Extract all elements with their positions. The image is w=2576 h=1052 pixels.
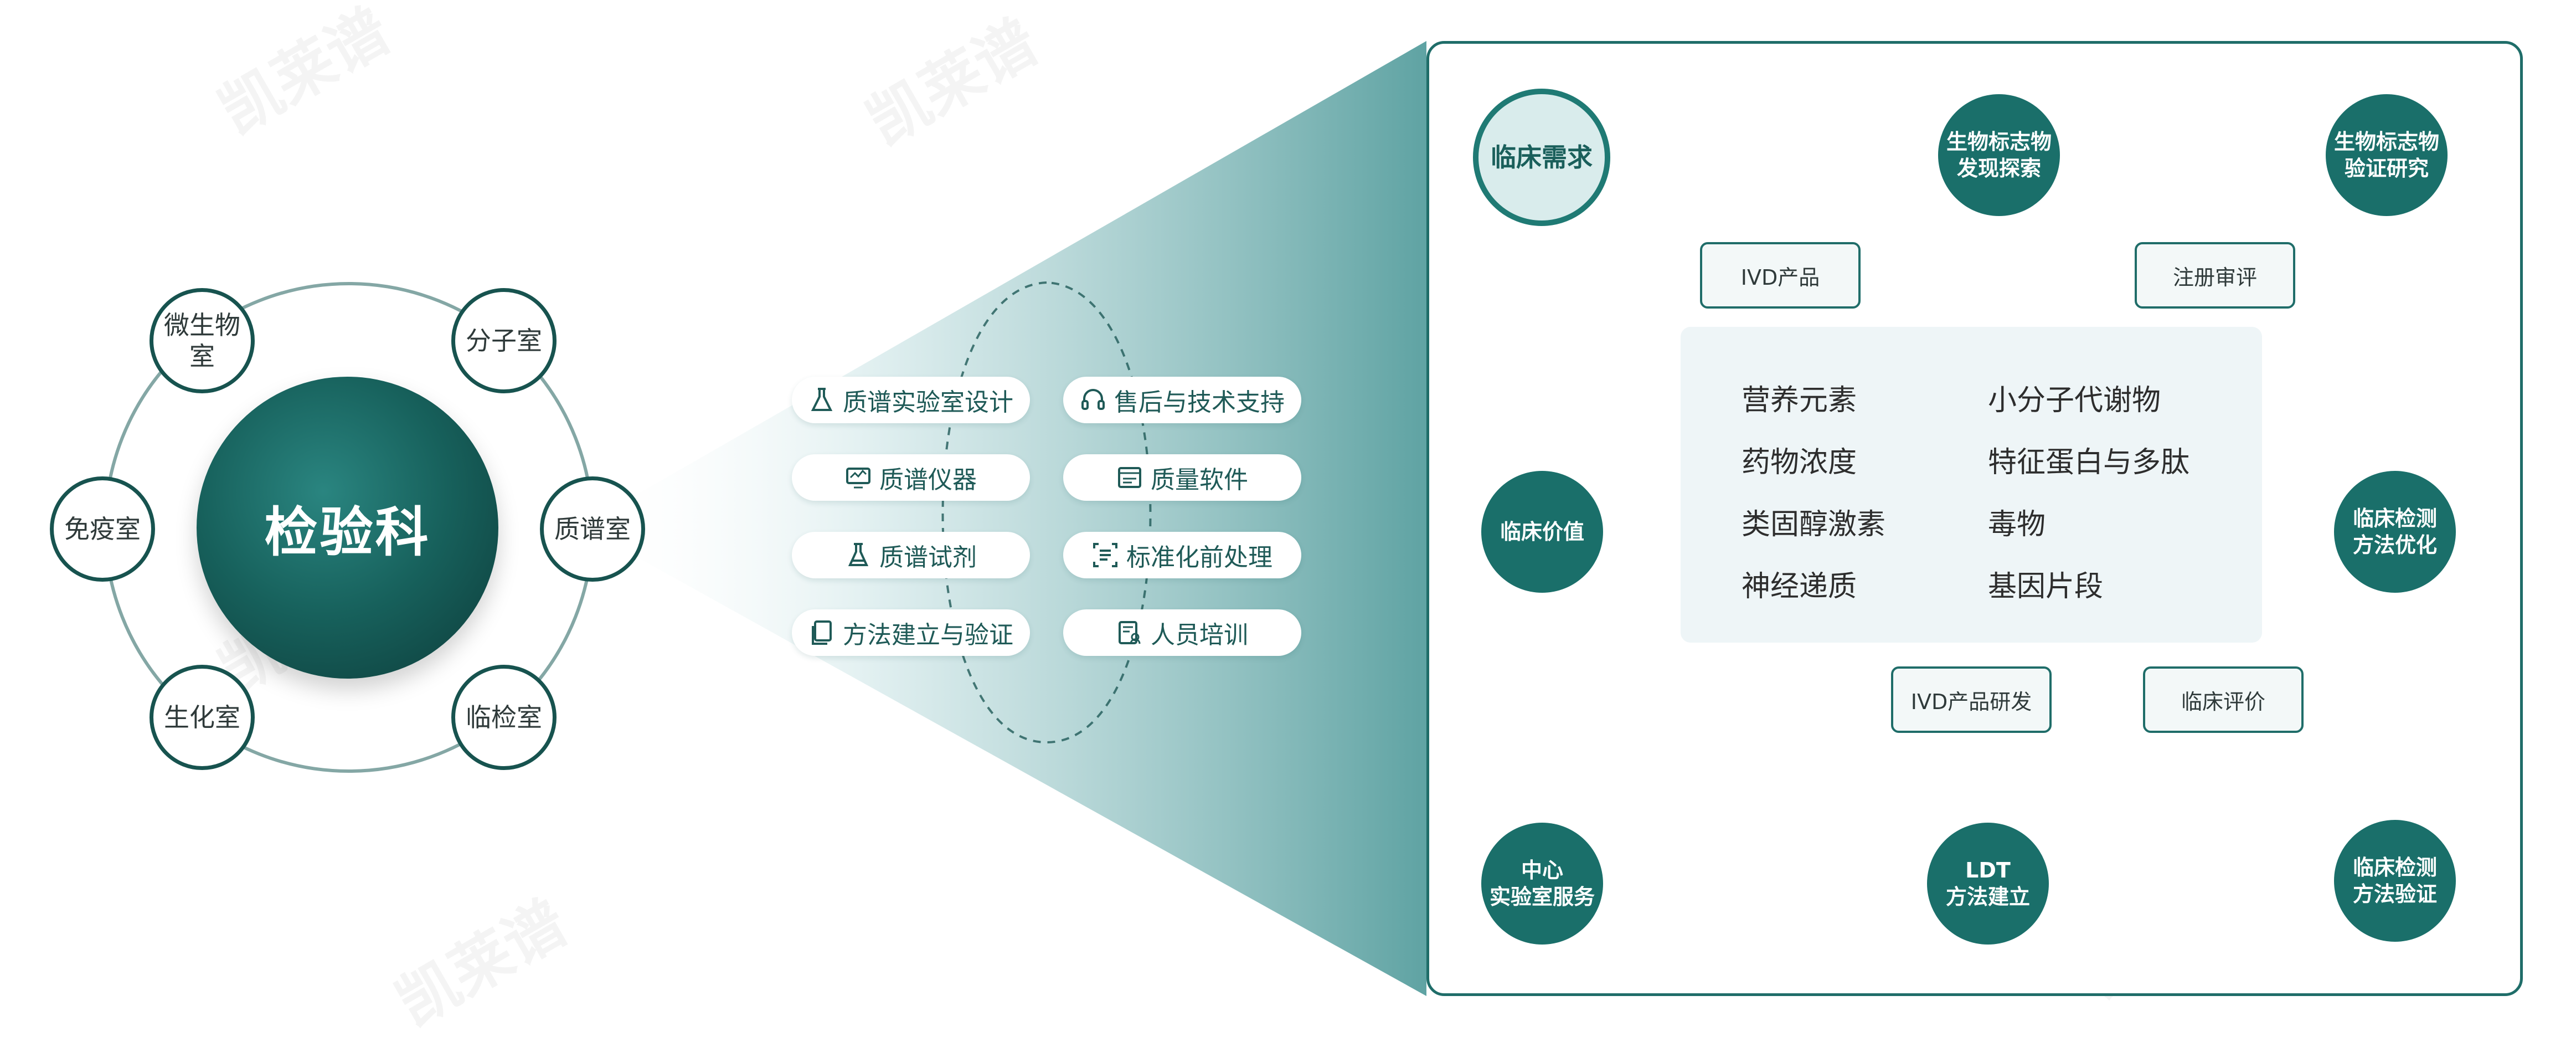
node-ldt: LDT 方法建立 (1927, 823, 2049, 945)
analyte-panel (1681, 327, 2262, 643)
dept-label: 微生物 室 (164, 310, 240, 371)
headset-icon (1080, 387, 1106, 413)
hub-lab-department: 检验科 (197, 377, 498, 679)
analyte-label: 神经递质 (1742, 570, 1857, 603)
service-pill: 质量软件 (1063, 454, 1301, 501)
service-label: 售后与技术支持 (1114, 388, 1285, 417)
dept-biochemistry: 生化室 (150, 665, 255, 770)
service-label: 标准化前处理 (1126, 543, 1272, 572)
node-label: 临床检测 方法优化 (2352, 506, 2437, 557)
beaker-icon (845, 542, 872, 568)
service-pill: 方法建立与验证 (792, 609, 1030, 656)
service-pill: 标准化前处理 (1063, 532, 1301, 578)
monitor-icon (845, 464, 872, 491)
node-biomarker-discovery: 生物标志物 发现探索 (1938, 94, 2060, 216)
analyte-label: 特征蛋白与多肽 (1988, 446, 2190, 479)
node-label: 生物标志物 发现探索 (1946, 130, 2052, 181)
node-label: LDT 方法建立 (1945, 858, 2030, 909)
service-pill: 人员培训 (1063, 609, 1301, 656)
node-method-validation: 临床检测 方法验证 (2334, 820, 2456, 942)
service-pill: 售后与技术支持 (1063, 377, 1301, 423)
node-label: 临床检测 方法验证 (2352, 855, 2437, 906)
analyte-label: 营养元素 (1742, 384, 1857, 417)
training-icon (1116, 619, 1143, 646)
service-label: 质谱实验室设计 (843, 388, 1013, 417)
analyte-label: 药物浓度 (1742, 446, 1857, 479)
box-ivd-product: IVD产品 (1700, 242, 1861, 309)
dept-label: 分子室 (466, 326, 542, 356)
frame-icon (1092, 542, 1119, 568)
dept-immunology: 免疫室 (50, 476, 155, 582)
dept-microbiology: 微生物 室 (150, 288, 255, 393)
service-label: 人员培训 (1151, 621, 1248, 649)
service-pill: 质谱仪器 (792, 454, 1030, 501)
service-label: 方法建立与验证 (843, 621, 1013, 649)
node-label: 临床价值 (1500, 520, 1584, 544)
node-central-lab: 中心 实验室服务 (1481, 823, 1603, 945)
service-label: 质谱仪器 (879, 466, 977, 494)
service-pill: 质谱实验室设计 (792, 377, 1030, 423)
hub-label: 检验科 (264, 501, 431, 563)
box-label: 注册审评 (2172, 265, 2257, 290)
box-clinical-evaluation: 临床评价 (2143, 666, 2304, 733)
window-icon (1116, 464, 1143, 491)
dept-mass-spec: 质谱室 (540, 476, 645, 582)
document-icon (808, 619, 835, 646)
analyte-label: 毒物 (1988, 508, 2046, 541)
service-label: 质谱试剂 (879, 543, 977, 572)
box-registration-review: 注册审评 (2135, 242, 2295, 309)
flask-icon (808, 387, 835, 413)
service-pill: 质谱试剂 (792, 532, 1030, 578)
box-label: IVD产品研发 (1910, 689, 2032, 714)
box-label: IVD产品 (1740, 265, 1820, 290)
node-label: 生物标志物 验证研究 (2333, 130, 2439, 181)
node-label: 中心 实验室服务 (1489, 858, 1595, 909)
projection-beam (581, 41, 1426, 996)
node-clinical-value: 临床价值 (1481, 471, 1603, 593)
node-clinical-need: 临床需求 (1473, 89, 1610, 226)
box-label: 临床评价 (2181, 689, 2265, 714)
dept-molecular: 分子室 (451, 288, 557, 393)
analyte-label: 小分子代谢物 (1988, 384, 2161, 417)
node-label: 临床需求 (1491, 142, 1593, 172)
dept-label: 生化室 (164, 702, 240, 732)
analyte-label: 类固醇激素 (1742, 508, 1886, 541)
box-ivd-rd: IVD产品研发 (1891, 666, 2052, 733)
dept-label: 免疫室 (64, 514, 141, 544)
node-method-optimization: 临床检测 方法优化 (2334, 471, 2456, 593)
dept-label: 质谱室 (554, 514, 631, 544)
node-biomarker-validation: 生物标志物 验证研究 (2326, 94, 2448, 216)
dept-clinical: 临检室 (451, 665, 557, 770)
service-label: 质量软件 (1151, 466, 1248, 494)
analyte-label: 基因片段 (1988, 570, 2104, 603)
dept-label: 临检室 (466, 702, 542, 732)
